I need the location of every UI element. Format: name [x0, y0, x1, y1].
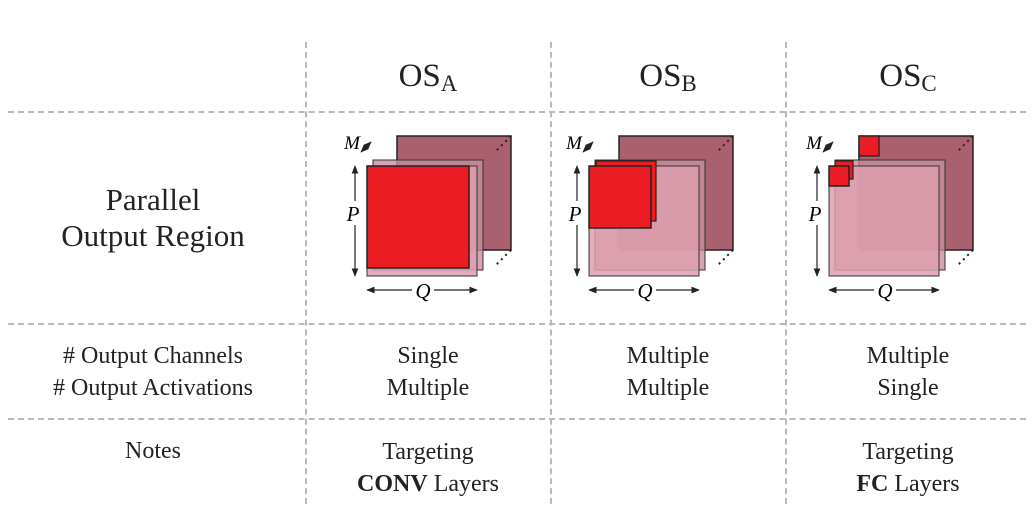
notes-cell-a: Targeting CONV Layers: [357, 439, 499, 497]
p-label: P: [568, 202, 582, 226]
column-header-b: OSB: [639, 58, 697, 97]
activations-value: Multiple: [386, 375, 470, 401]
output-region-diagram-b: M P Q: [565, 133, 734, 303]
column-divider-c: [785, 42, 787, 504]
row-divider-counts: [8, 418, 1026, 420]
channels-value: Single: [397, 343, 459, 369]
highlight-cell-front: [828, 165, 850, 187]
q-label: Q: [877, 279, 892, 303]
row-label-region: Parallel Output Region: [61, 181, 245, 253]
row-divider-region: [8, 323, 1026, 325]
channels-value: Multiple: [626, 343, 710, 369]
highlight-region: [366, 165, 470, 269]
column-divider-a: [305, 42, 307, 504]
q-label: Q: [637, 279, 652, 303]
q-label: Q: [415, 279, 430, 303]
highlight-cell-back: [858, 135, 880, 157]
counts-cell-c: Multiple Single: [786, 333, 1030, 411]
counts-cell-a: Single Multiple: [306, 333, 550, 411]
column-header-c: OSC: [879, 58, 937, 97]
notes-cell-b: [551, 435, 785, 501]
channels-value: Multiple: [866, 343, 950, 369]
m-label: M: [805, 133, 823, 154]
column-divider-b: [550, 42, 552, 504]
activations-value: Multiple: [626, 375, 710, 401]
p-label: P: [346, 202, 360, 226]
row-label-notes: Notes: [125, 438, 181, 464]
column-header-a: OSA: [398, 58, 458, 97]
output-region-diagram-c: M P Q: [805, 133, 974, 303]
notes-cell-c: Targeting FC Layers: [856, 439, 960, 497]
highlight-region: [588, 165, 652, 229]
m-label: M: [343, 133, 361, 154]
row-label-counts: # Output Channels # Output Activations: [53, 343, 253, 401]
activations-value: Single: [877, 375, 939, 401]
counts-cell-b: Multiple Multiple: [551, 333, 785, 411]
p-label: P: [808, 202, 822, 226]
m-label: M: [565, 133, 583, 154]
row-divider-header: [8, 111, 1026, 113]
output-region-diagram-a: M P Q: [343, 133, 512, 303]
